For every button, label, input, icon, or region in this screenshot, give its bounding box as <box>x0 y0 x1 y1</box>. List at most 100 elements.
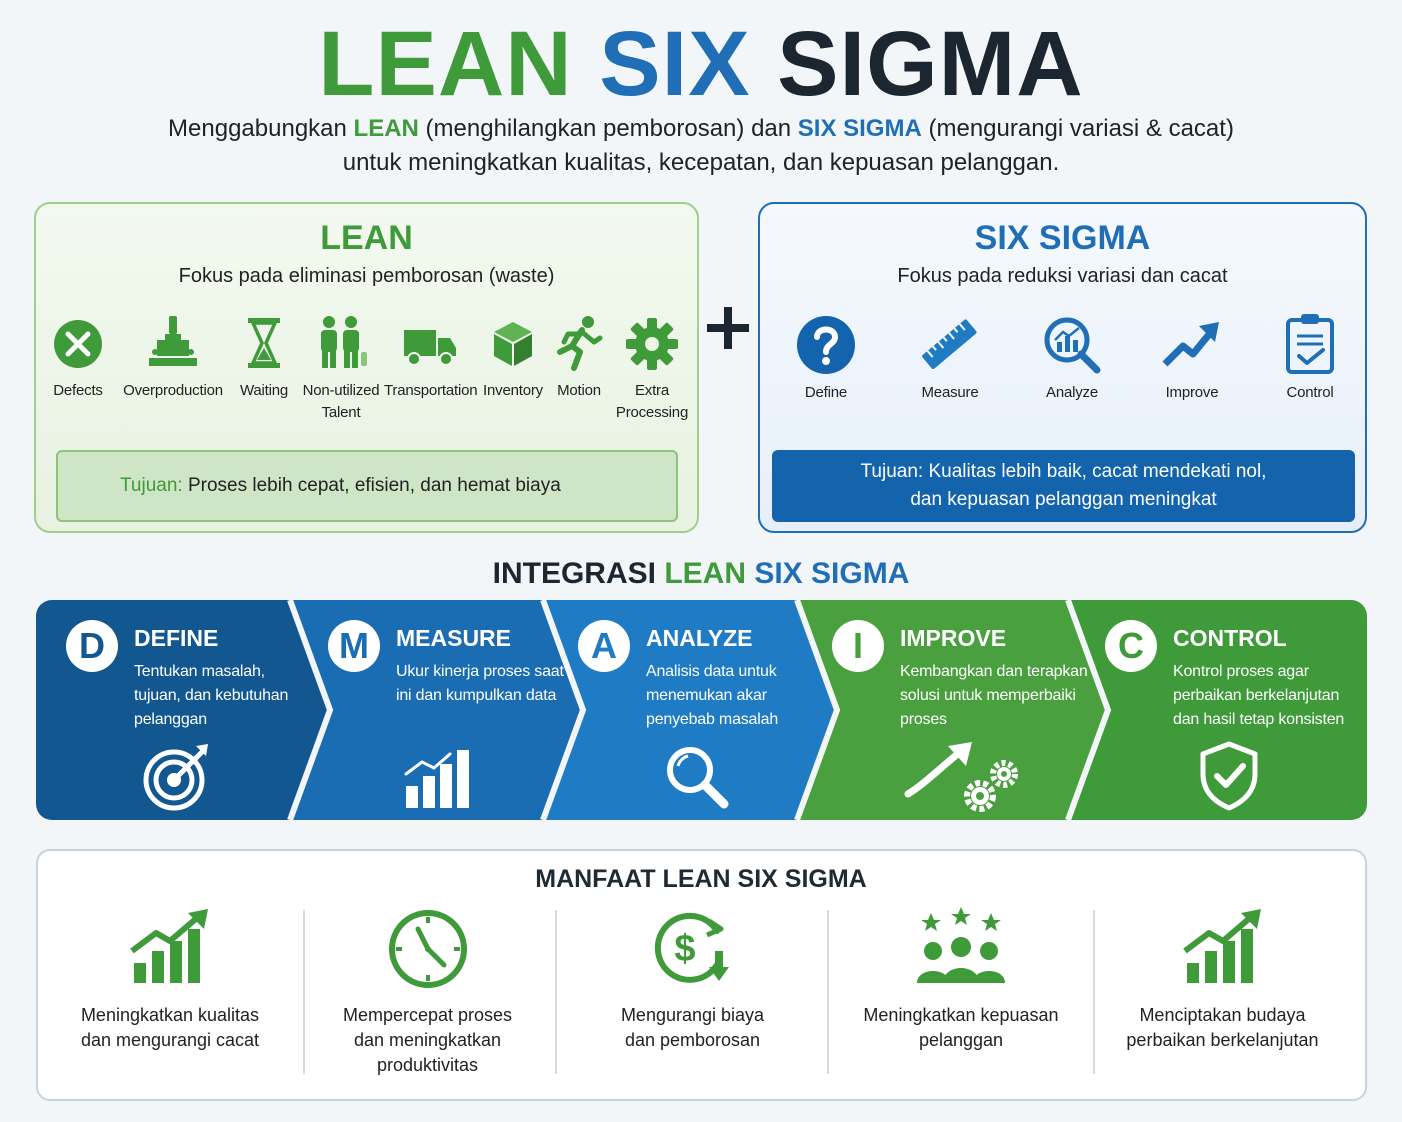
lean-item-motion: Motion <box>548 312 610 402</box>
lean-subtitle: Fokus pada eliminasi pemborosan (waste) <box>178 265 555 287</box>
question-icon <box>797 316 855 374</box>
benefit-text-2: dan mengurangi cacat <box>80 1030 260 1050</box>
sigma-item-define: Define <box>786 312 866 404</box>
lean-title: LEAN <box>320 219 413 257</box>
dmaic-step-measure: M MEASURE Ukur kinerja proses saat ini d… <box>328 600 564 820</box>
lean-goal-label: Tujuan: <box>120 475 183 496</box>
benefit-text-2: dan pemborosan <box>624 1030 761 1050</box>
sigma-item-label: Define <box>804 384 848 401</box>
benefit-divider <box>1093 910 1095 1074</box>
lean-item-label: Transportation <box>384 382 478 399</box>
lean-waste-list: Defects Overproduction Waiting <box>36 312 697 442</box>
six-sigma-goal-box: Tujuan: Kualitas lebih baik, cacat mende… <box>772 450 1355 522</box>
step-letter-i: I <box>832 620 884 672</box>
six-sigma-title: SIX SIGMA <box>974 219 1151 257</box>
growth-chart-icon <box>1182 909 1261 983</box>
lean-item-defects: Defects <box>38 312 118 402</box>
six-sigma-panel: SIX SIGMA Fokus pada reduksi variasi dan… <box>758 202 1367 533</box>
step-description: Kontrol proses agar perbaikan berkelanju… <box>1173 663 1345 728</box>
lean-item-label-2: Processing <box>615 404 689 421</box>
benefit-divider <box>303 910 305 1074</box>
benefit-culture: Menciptakan budaya perbaikan berkelanjuta… <box>1110 905 1335 1053</box>
sigma-item-measure: Measure <box>910 312 990 404</box>
benefit-text-3: produktivitas <box>376 1055 479 1075</box>
subtitle-line2: untuk meningkatkan kualitas, kecepatan, … <box>342 149 1060 176</box>
title-six: SIX <box>599 13 751 115</box>
benefit-text-1: Meningkatkan kepuasan <box>863 1005 1059 1025</box>
magnifier-chart-icon <box>1044 317 1101 374</box>
factory-icon <box>149 316 197 366</box>
lean-item-label-1: Non-utilized <box>302 382 380 399</box>
benefit-quality: Meningkatkan kualitas dan mengurangi caca… <box>60 905 280 1053</box>
step-name: ANALYZE <box>646 625 753 651</box>
lean-item-inventory: Inventory <box>478 312 548 402</box>
step-description: Kembangkan dan terapkan solusi untuk mem… <box>900 663 1088 728</box>
lean-item-label: Motion <box>557 382 601 399</box>
lean-goal-box: Tujuan: Proses lebih cepat, efisien, dan… <box>56 450 678 522</box>
six-sigma-phase-list: Define Measure <box>760 312 1365 442</box>
lean-item-label: Inventory <box>483 382 543 399</box>
lean-item-label-1: Extra <box>634 382 669 399</box>
box-icon <box>494 322 532 366</box>
truck-icon <box>404 330 456 366</box>
lean-panel: LEAN Fokus pada eliminasi pemborosan (wa… <box>34 202 699 533</box>
hourglass-icon <box>248 318 280 368</box>
sigma-goal-line1: Tujuan: Kualitas lebih baik, cacat mende… <box>860 461 1267 482</box>
six-sigma-subtitle: Fokus pada reduksi variasi dan cacat <box>897 265 1228 287</box>
step-letter-d: D <box>66 620 118 672</box>
step-name: CONTROL <box>1173 625 1287 651</box>
lean-item-label: Overproduction <box>123 382 223 399</box>
benefits-title: MANFAAT LEAN SIX SIGMA <box>535 865 867 893</box>
step-letter-m: M <box>328 620 380 672</box>
lean-goal-text: Proses lebih cepat, efisien, dan hemat b… <box>182 475 561 496</box>
sigma-item-improve: Improve <box>1152 312 1232 404</box>
bar-chart-icon <box>404 750 469 808</box>
benefit-text-2: dan meningkatkan <box>353 1030 502 1050</box>
step-name: IMPROVE <box>900 625 1007 651</box>
sigma-goal-line2: dan kepuasan pelanggan meningkat <box>910 489 1217 510</box>
people-icon <box>321 316 367 368</box>
page-title: LEAN SIX SIGMA <box>0 14 1402 114</box>
sigma-item-label: Improve <box>1165 384 1219 401</box>
benefit-text-1: Meningkatkan kualitas <box>80 1005 260 1025</box>
benefit-text-1: Menciptakan budaya <box>1139 1005 1306 1025</box>
sigma-item-label: Measure <box>921 384 979 401</box>
lean-item-waiting: Waiting <box>232 312 296 402</box>
customers-stars-icon <box>917 907 1005 983</box>
sigma-item-control: Control <box>1270 312 1350 404</box>
dmaic-step-analyze: A ANALYZE Analisis data untuk menemukan … <box>578 600 798 820</box>
subtitle-text: Menggabungkan <box>168 115 354 142</box>
subtitle-lean: LEAN <box>353 115 419 142</box>
sigma-item-label: Analyze <box>1046 384 1098 401</box>
subtitle-sigma: SIX SIGMA <box>797 115 922 142</box>
shield-check-icon <box>1200 741 1258 811</box>
svg-text:$: $ <box>674 928 695 970</box>
subtitle-text: (mengurangi variasi & cacat) <box>921 115 1234 142</box>
growth-chart-icon <box>130 909 208 983</box>
clipboard-check-icon <box>1286 314 1334 374</box>
lean-item-label: Waiting <box>239 382 289 399</box>
trend-up-icon <box>1162 322 1219 367</box>
benefit-text-2: perbaikan berkelanjutan <box>1126 1030 1319 1050</box>
benefit-divider <box>555 910 557 1074</box>
clock-icon <box>388 910 467 988</box>
step-letter-a: A <box>578 620 630 672</box>
benefit-text-1: Mempercepat proses <box>342 1005 513 1025</box>
integration-title-sigma: SIX SIGMA <box>746 557 910 590</box>
plus-icon <box>707 307 749 349</box>
dmaic-step-improve: I IMPROVE Kembangkan dan terapkan solusi… <box>832 600 1088 820</box>
sigma-item-label: Control <box>1286 384 1334 401</box>
dollar-down-icon: $ <box>654 912 729 983</box>
gear-icon <box>626 318 678 370</box>
step-description: Tentukan masalah, tujuan, dan kebutuhan … <box>134 663 289 728</box>
running-person-icon <box>557 316 603 371</box>
lean-item-label: Defects <box>53 382 103 399</box>
magnifier-icon <box>667 747 729 809</box>
page-subtitle: Menggabungkan LEAN (menghilangkan pembor… <box>0 112 1402 180</box>
lean-item-overproduction: Overproduction <box>118 312 228 402</box>
title-sigma: SIGMA <box>777 13 1084 115</box>
